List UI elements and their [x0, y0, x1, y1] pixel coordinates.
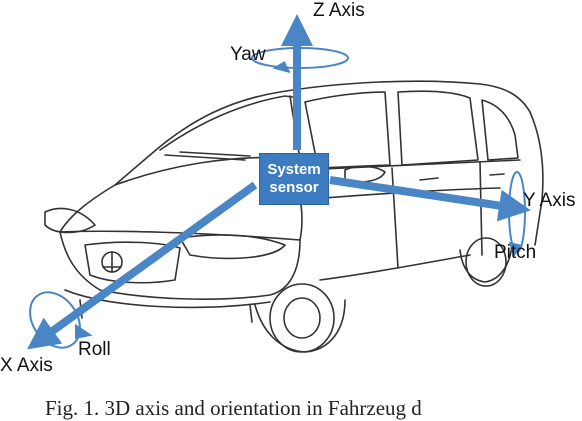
- pitch-rotation-icon: [508, 171, 526, 253]
- roll-rotation-icon: [29, 291, 81, 349]
- y-axis-arrow: [329, 176, 531, 222]
- rotation-indicators: [29, 47, 526, 349]
- yaw-label: Yaw: [230, 44, 266, 65]
- sensor-label-line1: System: [267, 161, 321, 178]
- pitch-label: Pitch: [494, 242, 537, 263]
- figure-caption: Fig. 1. 3D axis and orientation in Fahrz…: [45, 396, 422, 420]
- yaw-rotation-icon: [251, 47, 349, 69]
- yaw-arrowhead-icon: [272, 61, 291, 73]
- roll-arrowhead-icon: [74, 324, 93, 339]
- x-axis-label: X Axis: [0, 355, 53, 376]
- z-axis-label: Z Axis: [313, 0, 365, 21]
- y-axis-label: Y Axis: [523, 190, 576, 211]
- system-sensor-box: System sensor: [259, 153, 329, 205]
- roll-label: Roll: [78, 339, 111, 360]
- pitch-arrowhead-icon: [509, 241, 523, 258]
- sensor-label-line2: sensor: [269, 179, 319, 196]
